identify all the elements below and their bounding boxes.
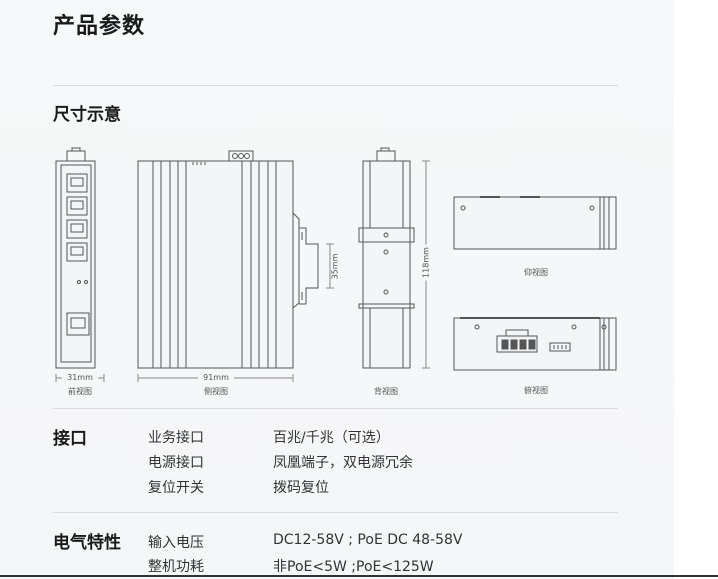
rail-width-label: 35mm (330, 251, 340, 282)
top-view-caption: 俯视图 (524, 386, 548, 395)
bottom-border (0, 575, 718, 577)
electrical-heading: 电气特性 (53, 533, 121, 553)
back-view-drawing (358, 147, 430, 369)
front-view-caption: 前视图 (68, 387, 92, 396)
side-width-label: 91mm (198, 373, 234, 382)
spec-label: 输入电压 (148, 535, 204, 551)
bottom-view-caption: 仰视图 (524, 268, 548, 277)
dimensions-title: 尺寸示意 (53, 105, 121, 125)
spec-label: 电源接口 (148, 455, 204, 471)
bottom-view-drawing (453, 196, 617, 250)
spec-label: 整机功耗 (148, 559, 204, 575)
spec-value: 非PoE<5W ;PoE<125W (273, 559, 434, 575)
back-view-caption: 背视图 (374, 387, 398, 396)
divider (53, 512, 618, 513)
divider (53, 408, 618, 409)
content-panel (0, 0, 674, 579)
interface-heading: 接口 (53, 429, 87, 449)
side-view-drawing (137, 150, 334, 382)
top-view-drawing (453, 317, 617, 371)
front-view-drawing (55, 147, 105, 382)
spec-value: 凤凰端子，双电源冗余 (273, 455, 413, 471)
spec-label: 业务接口 (148, 430, 204, 446)
spec-label: 复位开关 (148, 480, 204, 496)
height-label: 118mm (421, 244, 431, 281)
side-view-caption: 侧视图 (204, 387, 228, 396)
spec-value: 拨码复位 (273, 480, 329, 496)
spec-value: 百兆/千兆（可选） (273, 430, 390, 446)
page-title: 产品参数 (53, 14, 146, 39)
front-width-label: 31mm (62, 373, 98, 382)
divider (53, 85, 618, 86)
spec-value: DC12-58V ; PoE DC 48-58V (273, 532, 463, 548)
